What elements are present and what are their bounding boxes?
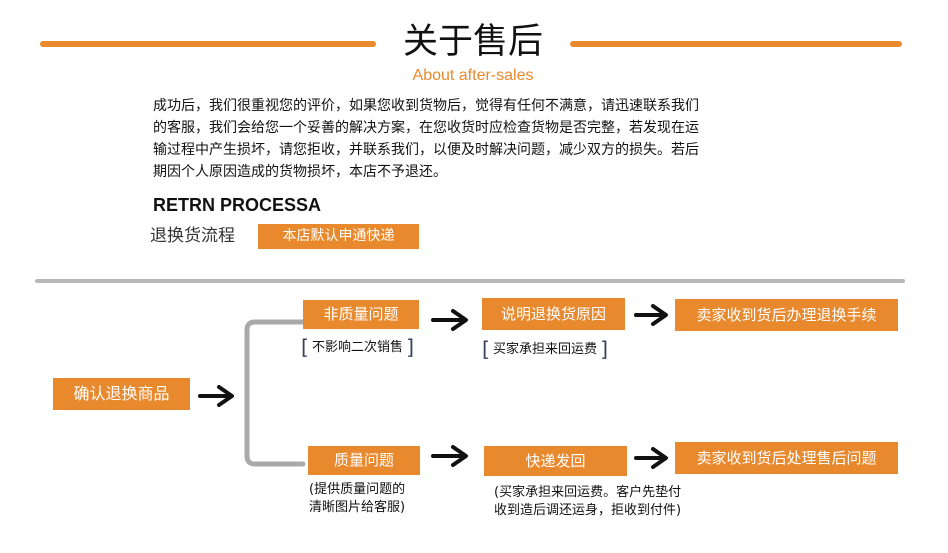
arrow-icon (634, 447, 668, 469)
quality-issue-note: (提供质量问题的 清晰图片给客服) (309, 482, 406, 515)
courier-return-box: 快递发回 (484, 446, 627, 476)
process-label: 退换货流程 (150, 226, 235, 246)
courier-return-note: (买家承担来回运费。客户先垫付 收到造后调还运身，拒收到付件) (494, 485, 682, 518)
confirm-return-box: 确认退换商品 (53, 378, 190, 410)
explain-reason-note: 买家承担来回运费 (482, 339, 608, 359)
non-quality-issue-box: 非质量问题 (303, 300, 419, 329)
process-heading: RETRN PROCESSA (153, 195, 322, 215)
seller-after-sales-box: 卖家收到货后处理售后问题 (675, 442, 898, 474)
title-decoration-right (570, 41, 902, 47)
arrow-icon (198, 385, 234, 407)
seller-process-return-box: 卖家收到货后办理退换手续 (675, 299, 898, 331)
page-subtitle: About after-sales (412, 67, 534, 84)
branch-bracket (244, 319, 306, 467)
section-divider (35, 279, 905, 283)
non-quality-note: 不影响二次销售 (301, 337, 414, 357)
arrow-icon (634, 304, 668, 326)
arrow-icon (431, 445, 468, 467)
explain-reason-box: 说明退换货原因 (482, 298, 625, 330)
arrow-icon (431, 309, 468, 331)
default-courier-tag: 本店默认申通快递 (258, 224, 419, 249)
quality-issue-box: 质量问题 (308, 446, 420, 475)
intro-paragraph: 成功后，我们很重视您的评价，如果您收到货物后，觉得有任何不满意，请迅速联系我们 … (153, 98, 699, 180)
title-decoration-left (40, 41, 376, 47)
page-title: 关于售后 (402, 22, 543, 62)
